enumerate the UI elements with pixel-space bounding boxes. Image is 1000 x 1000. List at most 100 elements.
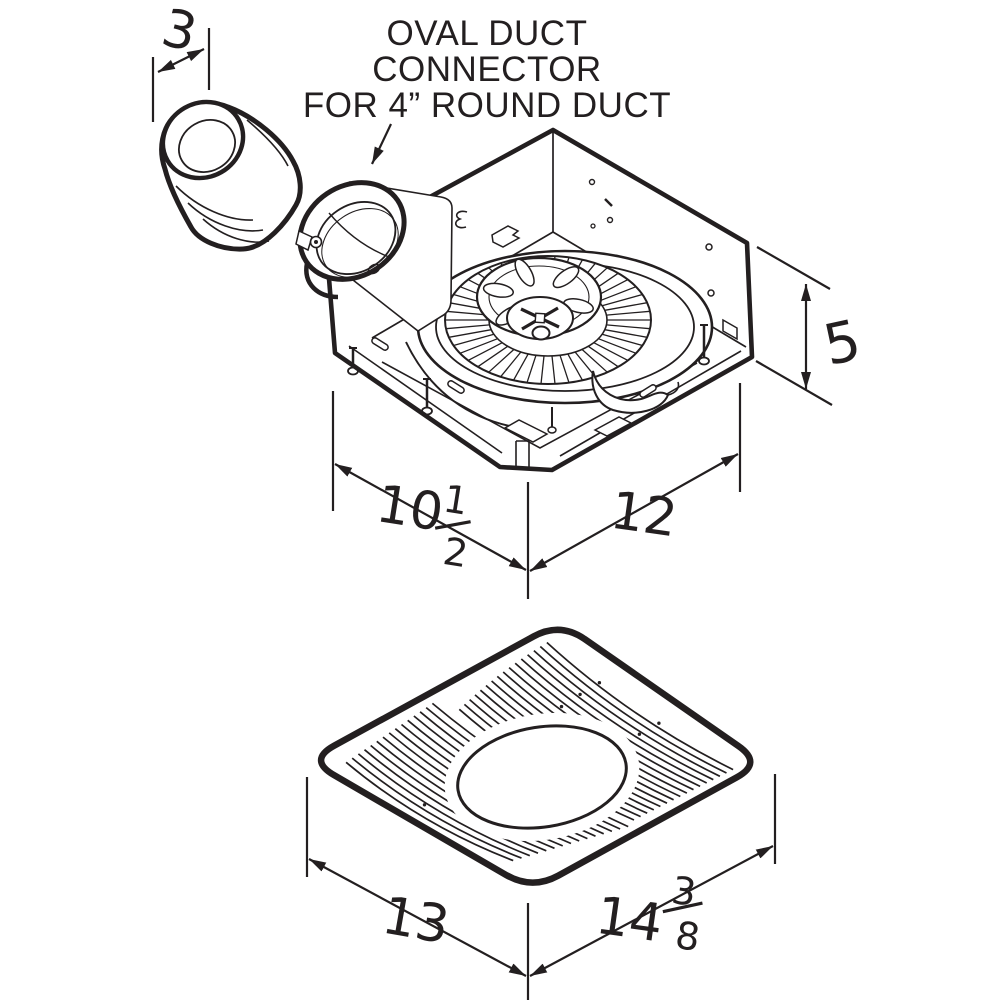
title-line-3: FOR 4” ROUND DUCT xyxy=(303,86,671,125)
hub-slot xyxy=(552,266,580,289)
title-leader-arrow xyxy=(371,123,392,165)
blower-fin xyxy=(551,355,556,384)
keyhole-slot xyxy=(639,384,657,398)
dimension-housing-height: 5 xyxy=(755,246,866,406)
blower-fin xyxy=(477,345,509,368)
damper-bracket-tail xyxy=(667,381,680,396)
title-line-1: OVAL DUCT xyxy=(387,14,588,53)
vent-dot xyxy=(657,721,661,725)
mounting-hole xyxy=(606,216,614,224)
dimension-housing-width: 10 1 2 xyxy=(331,391,530,599)
blower-fin xyxy=(559,354,570,383)
grille-drawing xyxy=(317,626,754,886)
blower-fins xyxy=(445,256,651,384)
dimension-line xyxy=(529,453,739,572)
hub-slot xyxy=(514,258,535,287)
mounting-hole xyxy=(707,289,715,297)
dimension-grille-width: 13 xyxy=(305,777,530,1000)
vent-dot xyxy=(422,803,427,807)
blower-fin xyxy=(500,351,522,378)
keyhole-slot xyxy=(371,337,389,351)
dimension-label-den: 8 xyxy=(673,913,703,960)
blower-fin xyxy=(598,286,637,302)
rim-bracket xyxy=(722,318,738,341)
port-hole xyxy=(367,263,381,275)
dimension-line xyxy=(529,845,774,977)
extension-line xyxy=(756,246,831,290)
grille-slat xyxy=(533,649,721,778)
blower-fin xyxy=(467,342,503,361)
port-collar-depth xyxy=(321,208,399,278)
fan-housing-drawing xyxy=(295,127,755,473)
grille-slat xyxy=(357,753,531,857)
housing-outline xyxy=(325,127,755,473)
title-line-2: CONNECTOR xyxy=(372,50,601,89)
dimension-label-5: 5 xyxy=(818,308,866,379)
fraction-bar xyxy=(662,901,703,914)
blower-fin xyxy=(567,353,584,381)
blower-fin xyxy=(601,333,643,347)
grille-slat xyxy=(345,761,514,862)
dimension-grille-length: 14 3 8 xyxy=(529,774,777,977)
vent-dot xyxy=(559,704,564,709)
fraction-bar xyxy=(434,520,471,530)
blower-fin xyxy=(581,348,608,373)
diagram-title: OVAL DUCT CONNECTOR FOR 4” ROUND DUCT xyxy=(303,14,671,165)
blower-fin xyxy=(488,348,515,373)
extension-line xyxy=(755,360,833,406)
grille-slat xyxy=(527,654,714,781)
blower-fin xyxy=(459,338,498,354)
shaft-cap xyxy=(531,325,551,341)
port-clip-tab xyxy=(295,229,313,252)
oval-duct-port xyxy=(295,180,453,332)
corner-tab xyxy=(515,440,530,469)
blower-fin xyxy=(453,333,495,347)
blower-fin xyxy=(540,355,545,384)
dimension-label-3: 3 xyxy=(156,0,203,64)
stamp-mark xyxy=(454,210,468,229)
dimension-label-10: 10 xyxy=(372,474,447,544)
dimension-label-14: 14 xyxy=(592,886,666,955)
keyhole-slot xyxy=(447,380,465,394)
connector-ridge xyxy=(187,202,264,232)
blower-fin xyxy=(526,354,537,383)
blower-fin xyxy=(606,324,651,330)
dimension-line xyxy=(157,48,205,73)
blower-fin xyxy=(445,324,490,330)
mounting-hole xyxy=(588,178,596,186)
duct-connector-drawing xyxy=(159,99,303,252)
dimension-label-12: 12 xyxy=(607,481,681,550)
port-damper-edge xyxy=(328,212,390,258)
mounting-hole xyxy=(590,223,596,229)
rim-clip xyxy=(491,225,521,248)
small-screw-head xyxy=(547,426,557,434)
motor-bracket xyxy=(503,419,549,443)
scroll-housing-edge xyxy=(405,341,521,429)
hub-center-square xyxy=(534,312,546,324)
blower-fin xyxy=(604,329,648,338)
connector-ridge xyxy=(246,119,289,167)
grille-oval-opening xyxy=(456,724,628,830)
dimension-housing-length: 12 xyxy=(529,383,742,572)
dimension-line xyxy=(334,463,527,571)
blower-fin xyxy=(587,345,619,368)
port-collar-inner xyxy=(315,201,397,275)
port-collar-lip xyxy=(304,262,339,300)
vent-dot xyxy=(597,681,602,685)
screw-head xyxy=(698,356,710,366)
connector-opening-inner xyxy=(178,119,236,173)
dimension-line xyxy=(308,858,527,977)
dimension-label-den: 2 xyxy=(440,529,471,576)
connector-round-opening xyxy=(160,99,246,181)
dimension-label-13: 13 xyxy=(378,886,454,957)
grille-slat xyxy=(546,641,734,771)
blower-fin xyxy=(601,293,643,307)
grille-slat xyxy=(351,757,522,859)
grille-slat xyxy=(363,749,539,854)
vent-dot xyxy=(578,692,582,697)
housing-rim-inner-edge xyxy=(348,345,503,454)
vent-dot xyxy=(637,732,642,736)
mounting-hole xyxy=(705,243,713,251)
blower-fin xyxy=(512,353,529,381)
